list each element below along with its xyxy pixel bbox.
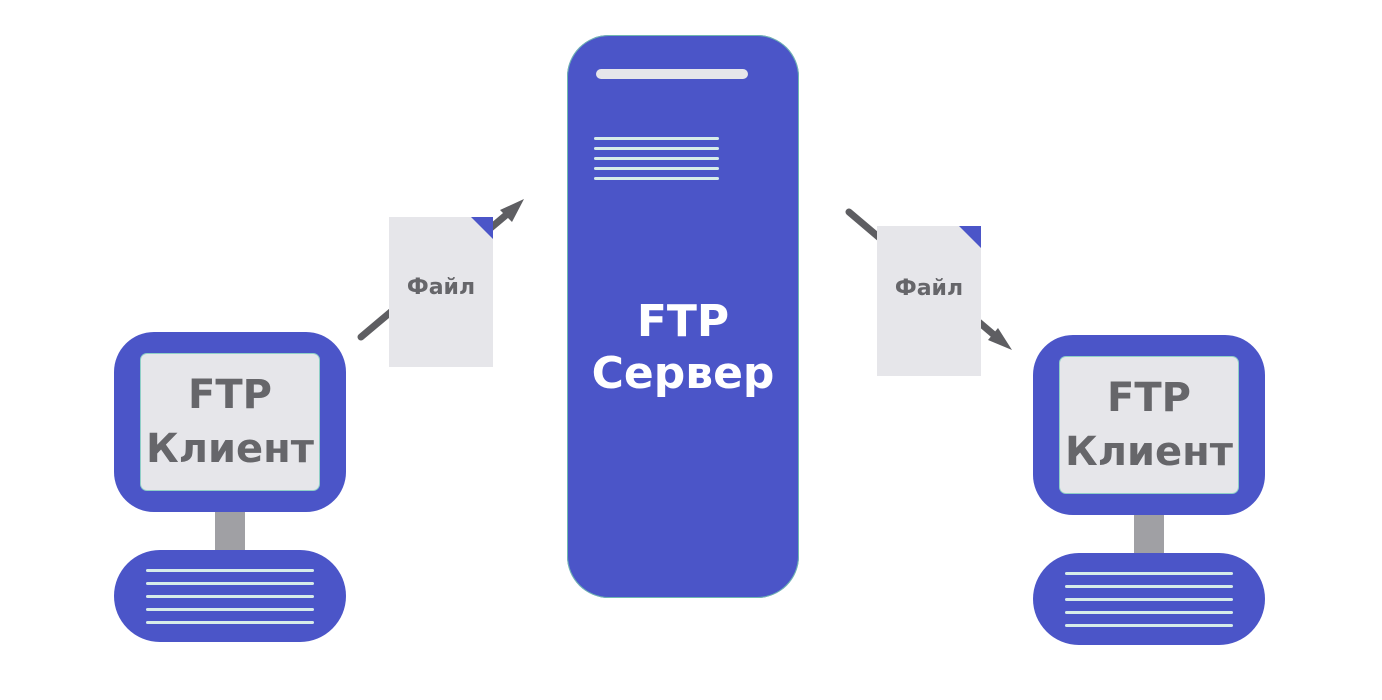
file-icon-right: Файл	[877, 226, 981, 376]
monitor-stand	[215, 512, 245, 550]
monitor-icon: FTP Клиент	[1033, 335, 1265, 515]
monitor-icon: FTP Клиент	[114, 332, 346, 512]
server-slot-icon	[596, 69, 748, 79]
ftp-server	[567, 35, 799, 598]
keyboard-icon	[1033, 553, 1265, 645]
keyboard-icon	[114, 550, 346, 642]
monitor-screen: FTP Клиент	[141, 354, 319, 490]
server-label: FTP Сервер	[591, 296, 775, 399]
monitor-stand	[1134, 515, 1164, 553]
server-vent-icon	[594, 137, 719, 187]
ftp-client-right: FTP Клиент	[1033, 335, 1265, 645]
file-corner-icon	[471, 217, 493, 239]
monitor-screen: FTP Клиент	[1060, 357, 1238, 493]
file-label: Файл	[894, 276, 964, 301]
ftp-client-left: FTP Клиент	[114, 332, 346, 642]
file-corner-icon	[959, 226, 981, 248]
file-icon-left: Файл	[389, 217, 493, 367]
file-label: Файл	[406, 275, 476, 300]
